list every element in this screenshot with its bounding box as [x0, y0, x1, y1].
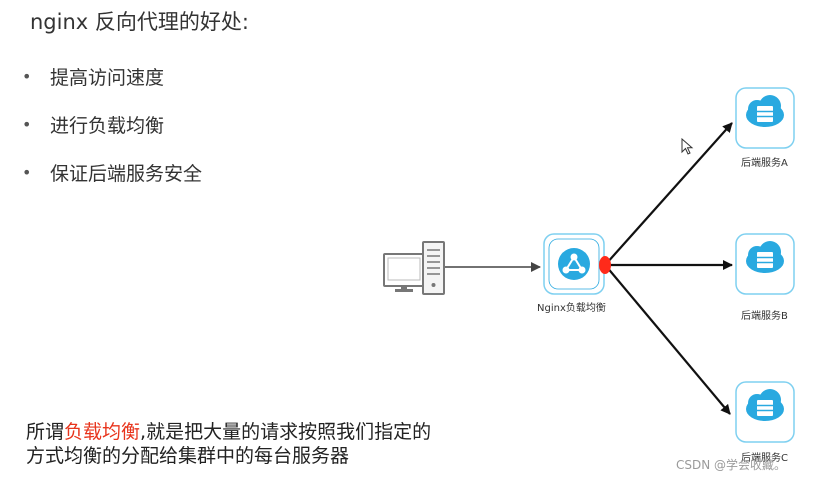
definition-prefix: 所谓 [26, 421, 65, 443]
nginx-load-balancer-icon [543, 233, 605, 295]
nginx-to-server-c-arrow [605, 265, 731, 415]
benefit-label: 保证后端服务安全 [50, 162, 203, 185]
load-balancing-definition: 所谓负载均衡,就是把大量的请求按照我们指定的方式均衡的分配给集群中的每台服务器 [26, 420, 446, 468]
server-a-label: 后端服务A [741, 158, 788, 169]
connector-dot-icon [599, 256, 611, 274]
server-a-icon [735, 87, 795, 149]
nginx-to-server-a-arrow [605, 122, 733, 265]
bullet-icon: • [22, 162, 32, 182]
list-item: • 进行负载均衡 [22, 100, 202, 148]
watermark: CSDN @学会收藏。 [676, 458, 787, 472]
definition-highlight: 负载均衡 [64, 421, 141, 443]
benefit-label: 进行负载均衡 [50, 114, 165, 137]
definition-rest: ,就是把大量的请求按照我们指定的方式均衡的分配给集群中的每台服务器 [26, 421, 432, 467]
server-b-icon [735, 233, 795, 295]
slide-title: nginx 反向代理的好处: [30, 10, 249, 34]
server-c-icon [735, 381, 795, 443]
benefit-label: 提高访问速度 [50, 66, 165, 89]
bullet-icon: • [22, 114, 32, 134]
client-computer-icon [383, 241, 445, 295]
benefit-list: • 提高访问速度 • 进行负载均衡 • 保证后端服务安全 [22, 52, 202, 196]
mouse-pointer-icon [681, 138, 694, 155]
list-item: • 提高访问速度 [22, 52, 202, 100]
nginx-label: Nginx负载均衡 [537, 303, 606, 314]
server-b-label: 后端服务B [741, 311, 788, 322]
list-item: • 保证后端服务安全 [22, 148, 202, 196]
server-c-label: 后端服务C [741, 453, 788, 464]
bullet-icon: • [22, 66, 32, 86]
